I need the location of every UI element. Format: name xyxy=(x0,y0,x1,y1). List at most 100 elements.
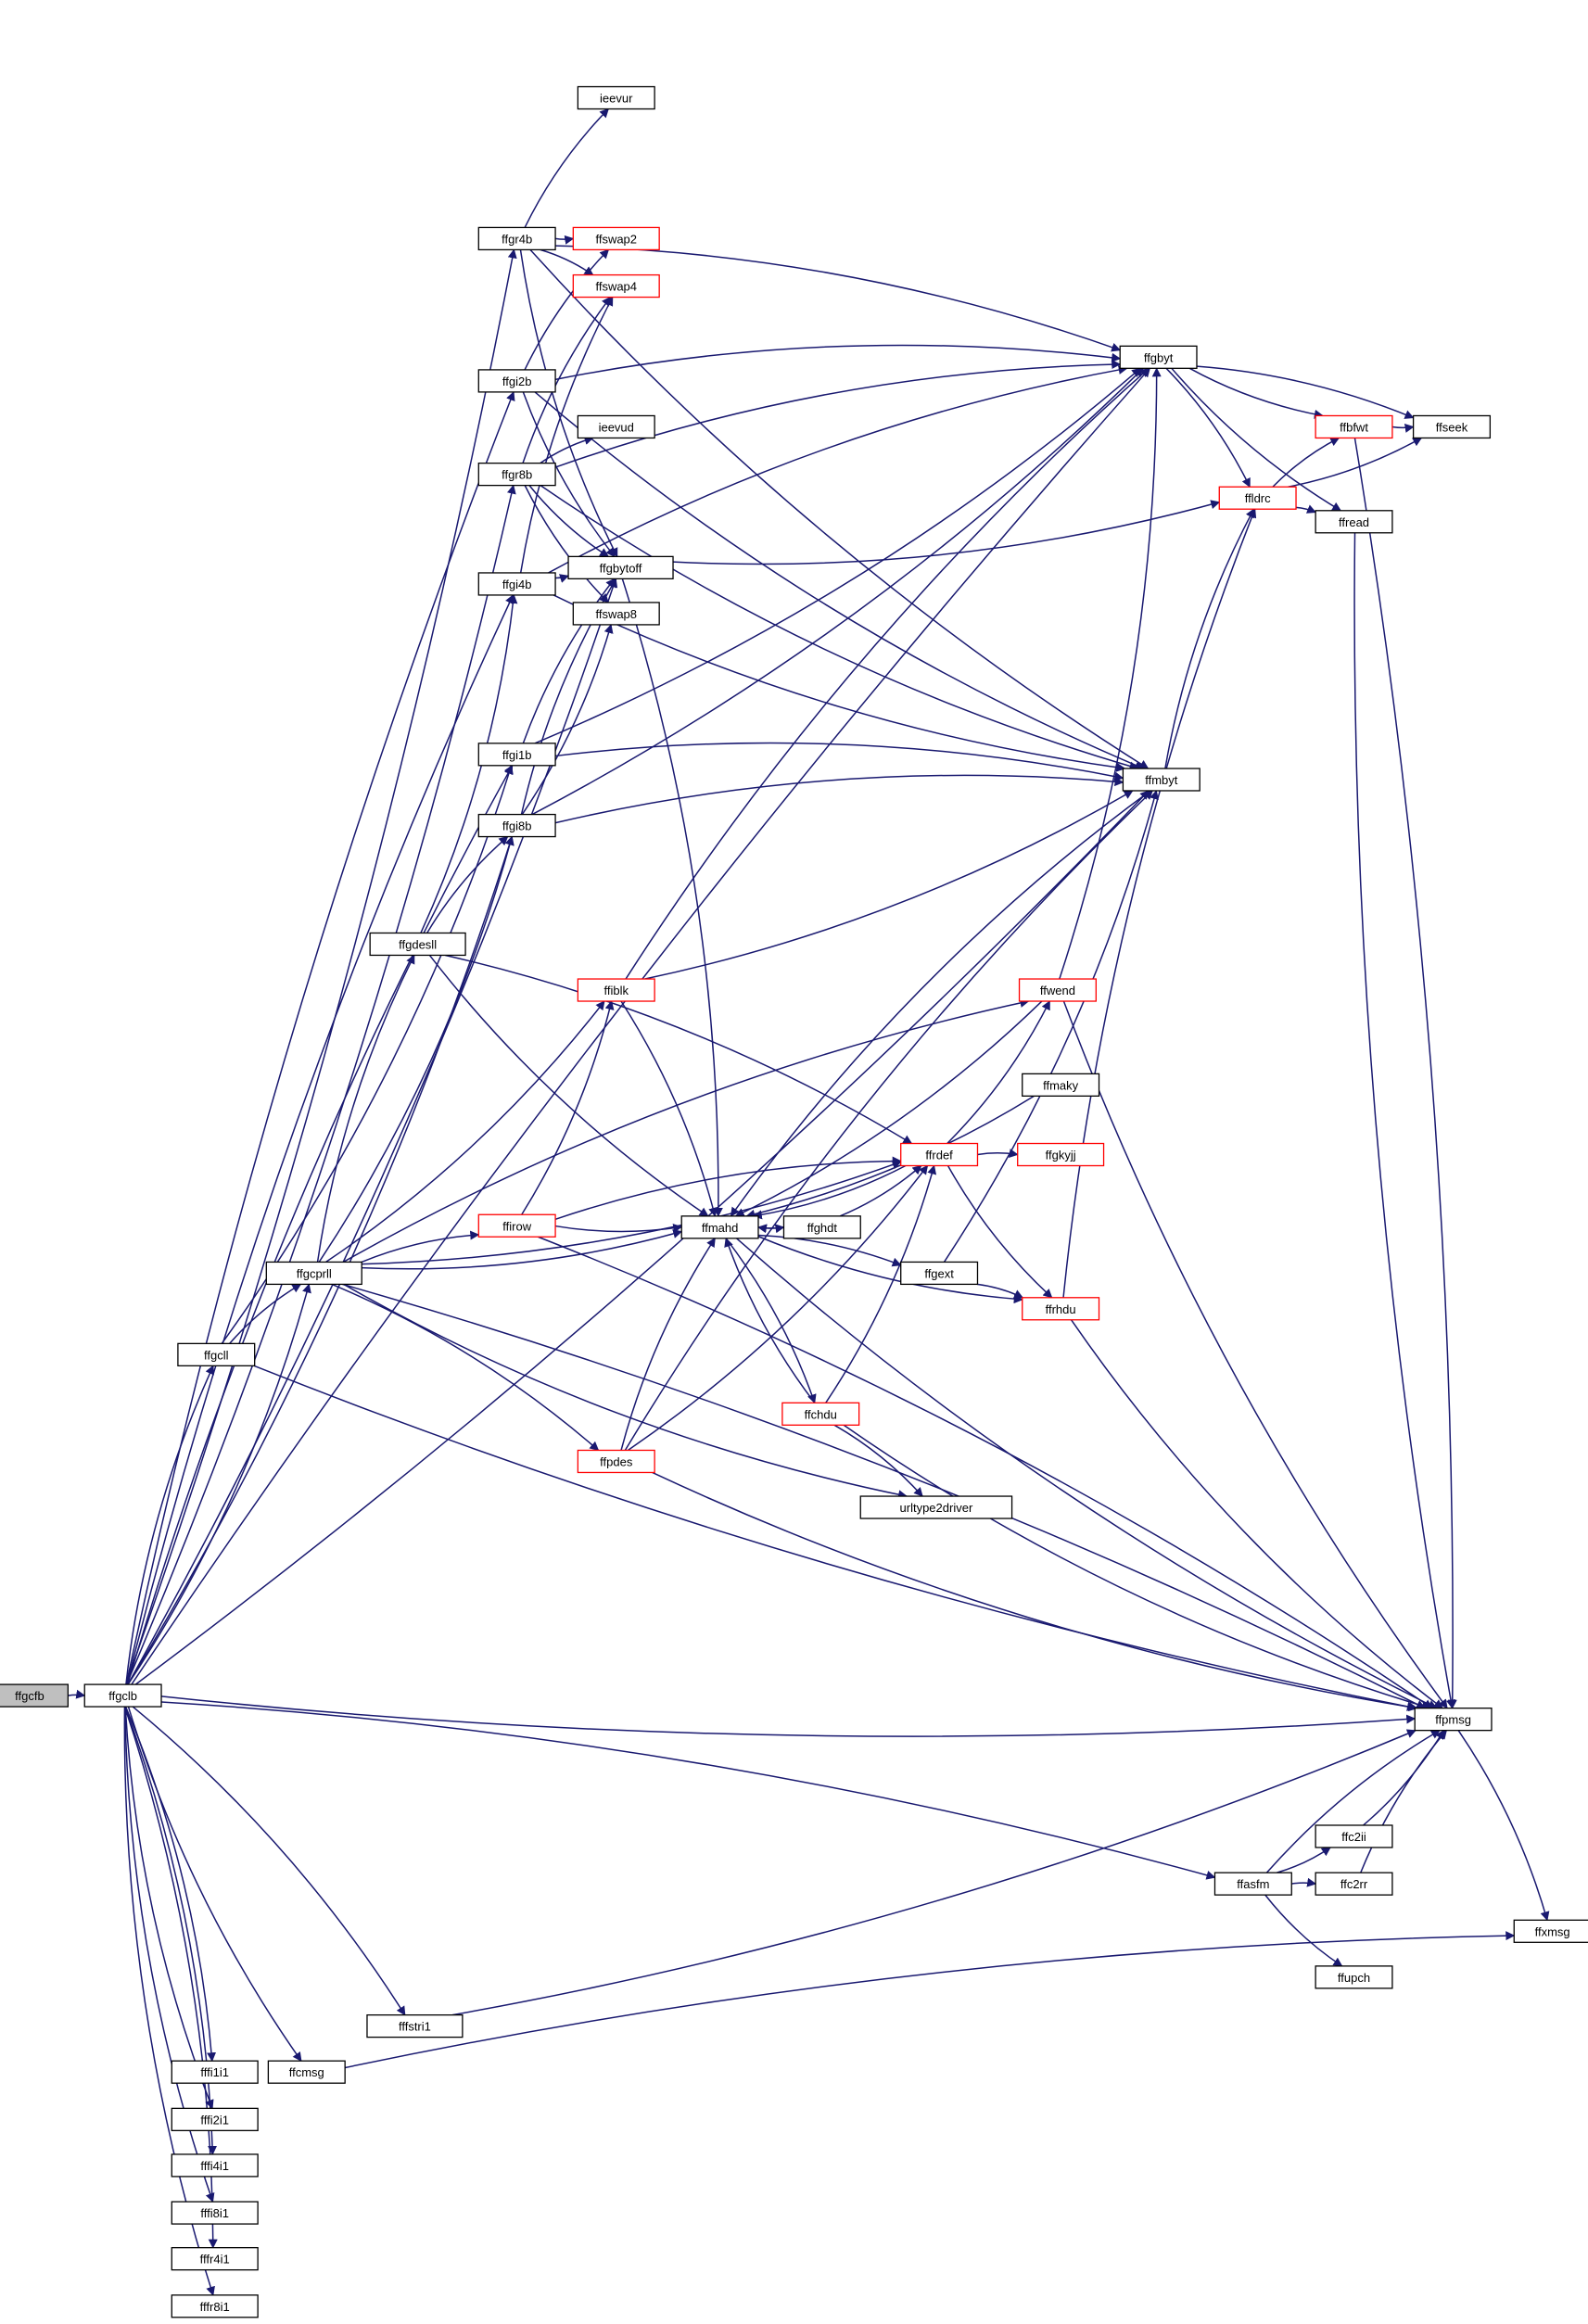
node-ffgi2b[interactable]: ffgi2b xyxy=(477,369,556,393)
node-ffwend[interactable]: ffwend xyxy=(1018,978,1097,1002)
node-ffgclb[interactable]: ffgclb xyxy=(83,1683,162,1708)
node-ffgr4b[interactable]: ffgr4b xyxy=(477,226,556,251)
edge-ffgbytoff-to-ffldrc xyxy=(672,500,1221,565)
node-layer: ffgcfb ffgclb ffgr4b ieevur ffswap2 ffswap4 ff… xyxy=(0,85,1588,2318)
node-ffgbytoff[interactable]: ffgbytoff xyxy=(567,555,674,580)
edge-ffmbyt-to-ffldrc xyxy=(1164,508,1255,769)
node-box xyxy=(1018,978,1097,1002)
edge-line xyxy=(124,1707,214,2110)
node-ffchdu[interactable]: ffchdu xyxy=(781,1402,860,1426)
edge-ffgi4b-to-ffgbyt xyxy=(548,365,1128,574)
node-box xyxy=(900,1261,979,1286)
node-ieevur[interactable]: ieevur xyxy=(577,85,655,110)
node-ffgi1b[interactable]: ffgi1b xyxy=(477,743,556,767)
edge-line xyxy=(342,998,1030,1264)
node-fffi1i1[interactable]: fffi1i1 xyxy=(171,2060,259,2084)
edge-ffwend-to-ffmahd xyxy=(734,1000,1043,1217)
node-fffr4i1[interactable]: fffr4i1 xyxy=(171,2247,259,2271)
node-ffmbyt[interactable]: ffmbyt xyxy=(1122,768,1201,792)
node-label: ffseek xyxy=(1436,420,1468,434)
node-label: ffghdt xyxy=(807,1221,838,1235)
edge-ffmahd-to-ffrhdu xyxy=(757,1236,1023,1304)
node-ieevud[interactable]: ieevud xyxy=(577,414,655,439)
edge-line xyxy=(124,1706,217,2063)
node-box xyxy=(0,1683,69,1708)
node-fffr8i1[interactable]: fffr8i1 xyxy=(171,2294,259,2318)
node-ffirow[interactable]: ffirow xyxy=(477,1213,556,1238)
edge-line xyxy=(1353,532,1455,1709)
node-ffgi8b[interactable]: ffgi8b xyxy=(477,813,556,838)
node-ffgcprll[interactable]: ffgcprll xyxy=(265,1261,362,1286)
node-label: fffi2i1 xyxy=(200,2113,229,2127)
node-box xyxy=(477,369,556,393)
node-ffgcll[interactable]: ffgcll xyxy=(177,1342,256,1366)
edge-ffpmsg-to-ffxmsg xyxy=(1457,1730,1550,1922)
node-ffswap2[interactable]: ffswap2 xyxy=(572,226,660,251)
node-fffi2i1[interactable]: fffi2i1 xyxy=(171,2107,259,2131)
node-label: ffgcprll xyxy=(297,1266,332,1280)
node-ffc2ii[interactable]: ffc2ii xyxy=(1315,1824,1393,1848)
node-box xyxy=(1513,1919,1588,1943)
node-ffxmsg[interactable]: ffxmsg xyxy=(1513,1919,1588,1943)
edge-line xyxy=(839,1164,922,1217)
node-ffldrc[interactable]: ffldrc xyxy=(1218,486,1297,510)
node-box xyxy=(1315,1965,1393,1989)
node-ffpmsg[interactable]: ffpmsg xyxy=(1414,1708,1493,1732)
node-ffupch[interactable]: ffupch xyxy=(1315,1965,1393,1989)
edge-line xyxy=(318,835,515,1263)
edge-ffchdu-to-ffmahd xyxy=(724,1237,816,1403)
node-ffseek[interactable]: ffseek xyxy=(1412,414,1492,439)
node-fffstri1[interactable]: fffstri1 xyxy=(366,2013,464,2038)
node-ffc2rr[interactable]: ffc2rr xyxy=(1315,1872,1393,1896)
edge-ffgclb-to-ffgi2b xyxy=(125,390,515,1685)
node-urltype2driver[interactable]: urltype2driver xyxy=(859,1495,1013,1519)
node-ffcmsg[interactable]: ffcmsg xyxy=(267,2060,346,2084)
node-ffgbyt[interactable]: ffgbyt xyxy=(1119,345,1198,369)
node-ffasfm[interactable]: ffasfm xyxy=(1213,1872,1292,1896)
node-fffi4i1[interactable]: fffi4i1 xyxy=(171,2153,259,2178)
node-ffmahd[interactable]: ffmahd xyxy=(680,1215,759,1239)
node-ffgcfb[interactable]: ffgcfb xyxy=(0,1683,69,1708)
node-ffgr8b[interactable]: ffgr8b xyxy=(477,462,556,487)
node-box xyxy=(1218,486,1297,510)
node-ffrhdu[interactable]: ffrhdu xyxy=(1022,1297,1100,1321)
edge-ffgclb-to-ffgbyt xyxy=(131,367,1150,1685)
node-ffrdef[interactable]: ffrdef xyxy=(900,1142,979,1167)
node-ffgdesll[interactable]: ffgdesll xyxy=(369,932,466,957)
node-box xyxy=(572,226,660,251)
edge-ffgi1b-to-ffmbyt xyxy=(554,742,1124,781)
node-ffmaky[interactable]: ffmaky xyxy=(1022,1073,1100,1098)
edge-line xyxy=(125,1365,214,1685)
edge-line xyxy=(1295,504,1317,514)
edge-line xyxy=(976,1283,1024,1299)
edge-ffgclb-to-ffgbytoff xyxy=(127,578,618,1685)
node-label: ffmahd xyxy=(702,1221,739,1235)
node-fffi8i1[interactable]: fffi8i1 xyxy=(171,2201,259,2225)
node-ffgkyjj[interactable]: ffgkyjj xyxy=(1017,1142,1105,1167)
node-ffghdt[interactable]: ffghdt xyxy=(782,1215,861,1239)
node-ffgi4b[interactable]: ffgi4b xyxy=(477,572,556,596)
edge-line xyxy=(127,1706,302,2063)
node-ffgext[interactable]: ffgext xyxy=(900,1261,979,1286)
node-ffread[interactable]: ffread xyxy=(1315,510,1393,534)
node-ffiblk[interactable]: ffiblk xyxy=(577,978,655,1002)
edge-line xyxy=(943,790,1159,1263)
node-ffbfwt[interactable]: ffbfwt xyxy=(1315,414,1393,439)
node-box xyxy=(782,1215,861,1239)
node-label: ffpmsg xyxy=(1435,1713,1471,1727)
node-box xyxy=(369,932,466,957)
node-box xyxy=(1315,1872,1393,1896)
edge-line xyxy=(1272,437,1340,488)
node-box xyxy=(477,462,556,487)
edge-line xyxy=(1062,1000,1448,1709)
edge-line xyxy=(548,365,1128,574)
node-ffpdes[interactable]: ffpdes xyxy=(577,1449,655,1474)
edge-ffcmsg-to-ffxmsg xyxy=(345,1931,1516,2069)
edge-ffgclb-to-ffasfm xyxy=(160,1701,1216,1880)
node-ffswap8[interactable]: ffswap8 xyxy=(572,602,660,626)
edge-ffiblk-to-ffmbyt xyxy=(644,790,1134,980)
edge-ffiblk-to-ffmahd xyxy=(620,1000,718,1217)
edge-line xyxy=(1288,437,1423,488)
edge-ffgi8b-to-ffmbyt xyxy=(554,774,1124,824)
node-ffswap4[interactable]: ffswap4 xyxy=(572,273,660,298)
